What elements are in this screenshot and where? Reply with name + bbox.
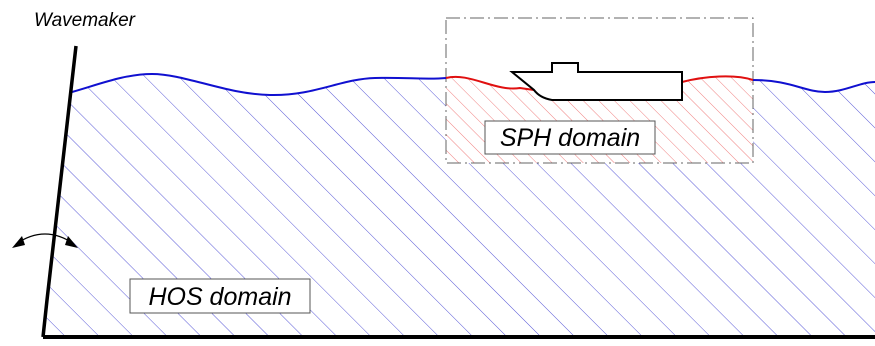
sph-label-box [484,120,656,155]
ship-hull [509,62,683,101]
hos-label-box [129,278,311,314]
sph-domain-label: SPH domain [500,124,640,152]
wavemaker-paddle [41,45,78,338]
rotation-arrowhead-right-icon [65,236,78,248]
wavemaker-label: Wavemaker [34,10,136,31]
sph-free-surface-left [445,75,535,91]
rotation-arrowhead-left-icon [12,236,25,248]
hos-free-surface-left [71,72,447,97]
hos-water-region [43,74,875,336]
hos-domain-label: HOS domain [148,283,291,311]
hos-free-surface-right [752,79,875,94]
sph-free-surface-right [681,75,754,83]
sph-domain-boundary [445,17,754,164]
